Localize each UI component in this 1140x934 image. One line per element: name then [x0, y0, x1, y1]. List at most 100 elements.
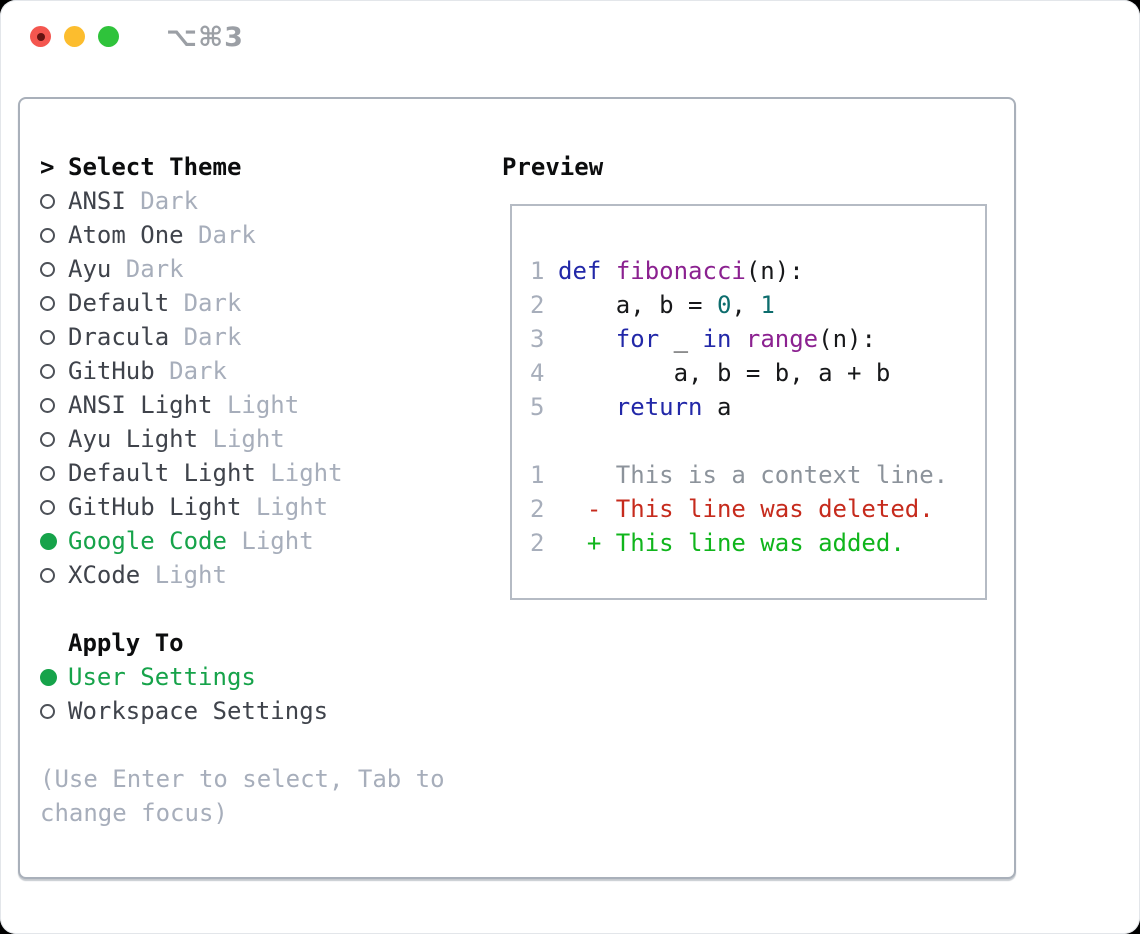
theme-name: Ayu Light: [68, 425, 213, 453]
theme-name: Atom One: [68, 221, 199, 249]
apply-option-user-settings[interactable]: User Settings: [40, 660, 445, 694]
theme-variant: Light: [255, 493, 329, 521]
radio-unselected-icon: [40, 329, 55, 345]
code-line: 2 a, b = 0, 1: [530, 288, 985, 322]
theme-variant: Dark: [169, 357, 227, 385]
theme-option-xcode[interactable]: XCode Light: [40, 558, 445, 592]
theme-variant: Dark: [183, 289, 242, 317]
line-number: 1: [530, 257, 545, 285]
hint-line-1: (Use Enter to select, Tab to: [40, 765, 445, 793]
theme-option-github-light[interactable]: GitHub Light Light: [40, 490, 445, 524]
theme-variant: Dark: [125, 255, 184, 283]
minimize-button[interactable]: [64, 26, 85, 47]
theme-option-default[interactable]: Default Dark: [40, 286, 445, 320]
close-button[interactable]: [30, 26, 51, 47]
theme-variant: Dark: [183, 323, 242, 351]
theme-name: Ayu: [68, 255, 126, 283]
spacer: [40, 592, 445, 626]
radio-unselected-icon: [40, 703, 55, 719]
theme-option-ayu-light[interactable]: Ayu Light Light: [40, 422, 445, 456]
code-token-deleted: - This line was deleted.: [558, 495, 934, 523]
code-token-number: 0: [716, 291, 732, 319]
line-number: 5: [530, 393, 545, 421]
code-token-keyword: return: [615, 393, 703, 421]
code-token-function: range: [745, 325, 819, 353]
code-token: a: [702, 393, 732, 421]
theme-option-ansi-light[interactable]: ANSI Light Light: [40, 388, 445, 422]
code-token: [558, 322, 616, 356]
theme-option-github[interactable]: GitHub Dark: [40, 354, 445, 388]
theme-option-ayu[interactable]: Ayu Dark: [40, 252, 445, 286]
code-line: 1 This is a context line.: [530, 458, 985, 492]
line-number: 1: [530, 461, 545, 489]
window-title: ⌥⌘3: [166, 22, 244, 53]
theme-name: XCode: [68, 561, 155, 589]
code-line: 5 return a: [530, 390, 985, 424]
theme-name: ANSI: [68, 187, 141, 215]
theme-option-atom-one[interactable]: Atom One Dark: [40, 218, 445, 252]
radio-unselected-icon: [40, 261, 55, 277]
select-theme-header: > Select Theme: [40, 150, 445, 184]
theme-option-ansi[interactable]: ANSI Dark: [40, 184, 445, 218]
radio-unselected-icon: [40, 363, 55, 379]
theme-option-google-code[interactable]: Google Code Light: [40, 524, 445, 558]
theme-variant: Light: [241, 527, 314, 555]
hint-line-2: change focus): [40, 799, 228, 827]
spacer: [40, 728, 445, 762]
apply-to-header: Apply To: [40, 626, 445, 660]
apply-to-title: Apply To: [68, 629, 184, 657]
theme-name: Dracula: [68, 323, 184, 351]
prompt-caret-icon: >: [40, 153, 55, 181]
line-number: 4: [530, 359, 545, 387]
apply-option-label: User Settings: [68, 663, 256, 691]
theme-variant: Light: [154, 561, 227, 589]
code-token-number: 1: [760, 291, 775, 319]
radio-selected-icon: [40, 668, 57, 686]
code-line: [530, 424, 985, 458]
theme-name: Default Light: [68, 459, 271, 487]
code-line: 2 + This line was added.: [530, 526, 985, 560]
radio-unselected-icon: [40, 397, 55, 413]
line-number: [530, 424, 545, 458]
theme-variant: Light: [226, 391, 300, 419]
theme-name: GitHub: [68, 357, 170, 385]
radio-unselected-icon: [40, 193, 55, 209]
preview-title: Preview: [502, 153, 604, 181]
radio-unselected-icon: [40, 465, 55, 481]
code-token-context: This is a context line.: [558, 461, 949, 489]
code-token-keyword: for: [615, 325, 660, 353]
title-bar: ⌥⌘3: [0, 0, 1140, 62]
code-token: [601, 254, 615, 288]
select-theme-title: Select Theme: [68, 153, 242, 181]
theme-variant: Light: [270, 459, 343, 487]
code-token-keyword: in: [702, 325, 732, 353]
apply-option-workspace-settings[interactable]: Workspace Settings: [40, 694, 445, 728]
line-number: 2: [530, 495, 545, 523]
code-token: _: [659, 325, 703, 353]
theme-option-dracula[interactable]: Dracula Dark: [40, 320, 445, 354]
theme-variant: Dark: [140, 187, 199, 215]
code-line: 4 a, b = b, a + b: [530, 356, 985, 390]
theme-name: Default: [68, 289, 184, 317]
line-number: 3: [530, 325, 545, 353]
radio-unselected-icon: [40, 227, 55, 243]
code-token-function: fibonacci: [615, 257, 746, 285]
line-number: 2: [530, 291, 545, 319]
code-token-added: + This line was added.: [558, 529, 905, 557]
theme-name: GitHub Light: [68, 493, 256, 521]
radio-unselected-icon: [40, 431, 55, 447]
code-token: (n):: [745, 257, 804, 285]
theme-option-default-light[interactable]: Default Light Light: [40, 456, 445, 490]
zoom-button[interactable]: [98, 26, 119, 47]
apply-option-label: Workspace Settings: [68, 697, 329, 725]
theme-variant: Light: [212, 425, 285, 453]
code-token: a, b =: [558, 291, 717, 319]
code-line: 2 - This line was deleted.: [530, 492, 985, 526]
code-token: (n):: [818, 325, 876, 353]
